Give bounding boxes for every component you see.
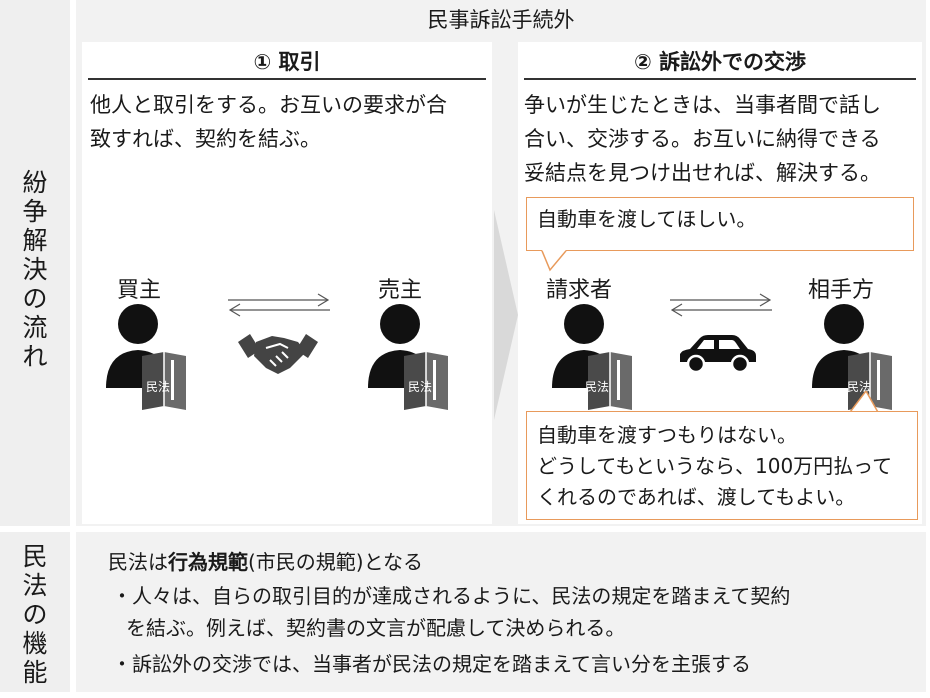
- function-side-panel: [0, 532, 70, 692]
- flow-side-panel: [0, 0, 70, 526]
- callout-claimant-pointer: [541, 250, 567, 272]
- function-bullet-1: ・人々は、自らの取引目的が達成されるように、民法の規定を踏まえて契約 を結ぶ。例…: [112, 584, 791, 640]
- function-main-panel: [76, 532, 926, 692]
- header-title: 民事訴訟手続外: [427, 8, 575, 32]
- callout-respondent-pointer: [849, 391, 879, 413]
- person-icon: [368, 304, 448, 410]
- section1-box: [82, 42, 492, 524]
- section2-heading: ② 訴訟外での交渉: [524, 46, 916, 80]
- buyer-label: 買主: [117, 278, 162, 303]
- function-bullet-2: ・訴訟外の交渉では、当事者が民法の規定を踏まえて言い分を主張する: [112, 652, 751, 676]
- double-arrow-icon: [670, 293, 772, 317]
- seller-book-label: 民法: [408, 380, 433, 394]
- double-arrow-icon: [228, 293, 330, 317]
- function-title: 民法は行為規範(市民の規範)となる: [108, 550, 424, 574]
- respondent-label: 相手方: [808, 278, 875, 303]
- car-icon: [680, 335, 756, 374]
- section1-heading: ① 取引: [88, 46, 486, 80]
- person-icon: [552, 304, 632, 410]
- claimant-book-label: 民法: [585, 380, 610, 394]
- seller-label: 売主: [378, 278, 423, 303]
- claimant-label: 請求者: [546, 278, 613, 303]
- handshake-icon: [238, 334, 318, 374]
- function-side-label: 民 法 の 機 能: [22, 542, 48, 687]
- flow-side-label: 紛 争 解 決 の 流 れ: [22, 168, 48, 371]
- callout-respondent: 自動車を渡すつもりはない。 どうしてもというなら、100万円払って くれるのであ…: [526, 411, 918, 520]
- respondent-book-label: 民法: [847, 380, 872, 394]
- buyer-book-label: 民法: [146, 380, 171, 394]
- section2-description: 争いが生じたときは、当事者間で話し 合い、交渉する。お互いに納得できる 妥結点を…: [524, 93, 881, 185]
- person-icon: [812, 304, 892, 410]
- section1-description: 他人と取引をする。お互いの要求が合 致すれば、契約を結ぶ。: [90, 93, 447, 151]
- callout-claimant: 自動車を渡してほしい。: [526, 197, 914, 251]
- person-icon: [106, 304, 186, 410]
